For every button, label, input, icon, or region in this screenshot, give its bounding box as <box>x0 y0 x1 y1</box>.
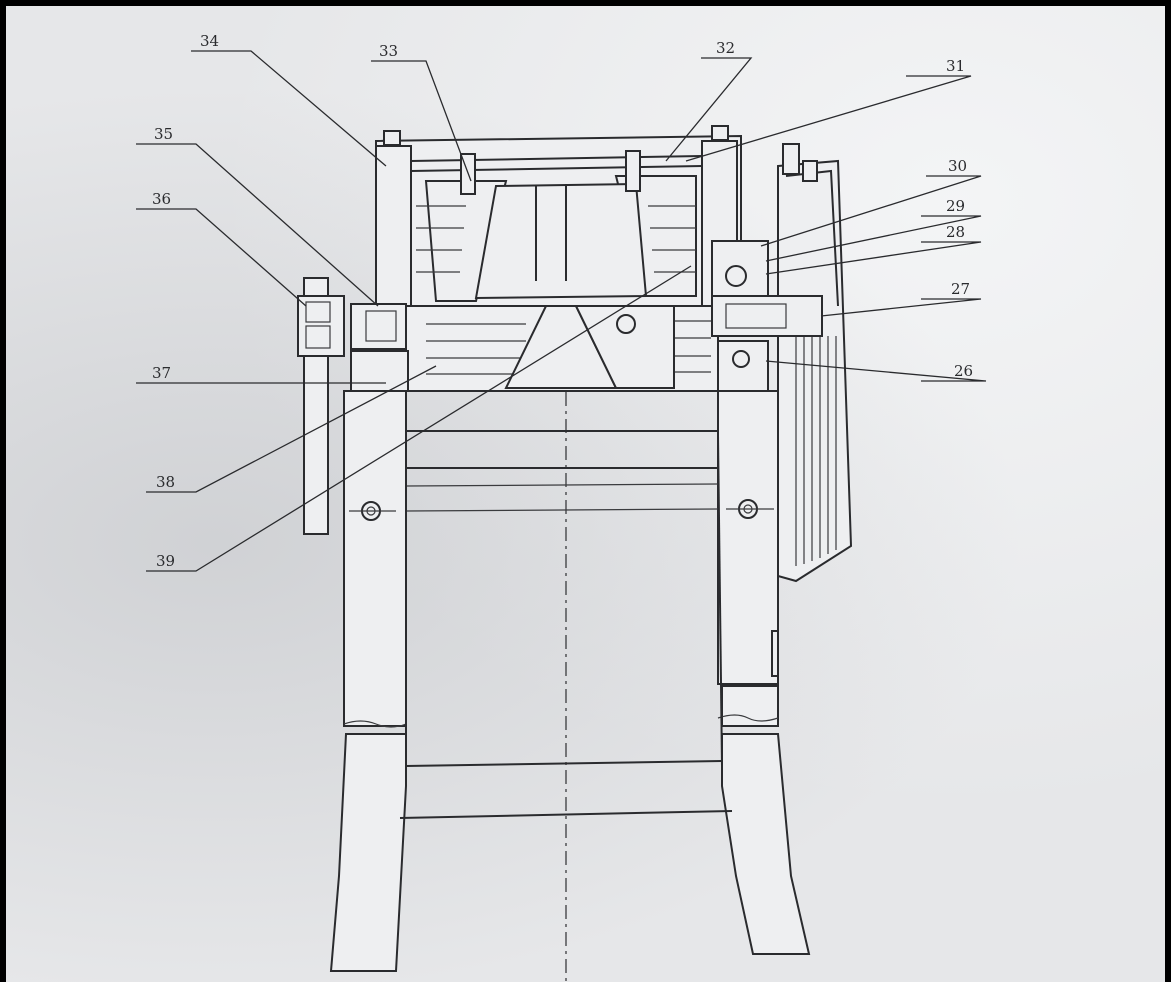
callout-33: 33 <box>379 42 398 60</box>
callout-35: 35 <box>154 125 173 143</box>
callout-31: 31 <box>946 57 965 75</box>
callout-27: 27 <box>951 280 970 298</box>
machine-frame <box>329 390 811 972</box>
press-machine-drawing: 34 33 32 31 35 30 36 29 28 27 26 37 38 3… <box>136 32 987 982</box>
callout-37: 37 <box>152 364 171 382</box>
left-wheel <box>297 277 345 535</box>
callout-39: 39 <box>156 552 175 570</box>
callout-38: 38 <box>156 473 175 491</box>
callout-26: 26 <box>954 362 973 380</box>
upper-housing <box>350 125 823 392</box>
callout-30: 30 <box>948 157 967 175</box>
drawing-sheet: 34 33 32 31 35 30 36 29 28 27 26 37 38 3… <box>6 6 1165 982</box>
callout-34: 34 <box>200 32 219 50</box>
leader-lines <box>136 50 987 572</box>
callout-numbers: 34 33 32 31 35 30 36 29 28 27 26 37 38 3… <box>152 32 973 570</box>
flywheel <box>777 143 853 583</box>
callout-28: 28 <box>946 223 965 241</box>
callout-29: 29 <box>946 197 965 215</box>
callout-32: 32 <box>716 39 735 57</box>
callout-36: 36 <box>152 190 171 208</box>
